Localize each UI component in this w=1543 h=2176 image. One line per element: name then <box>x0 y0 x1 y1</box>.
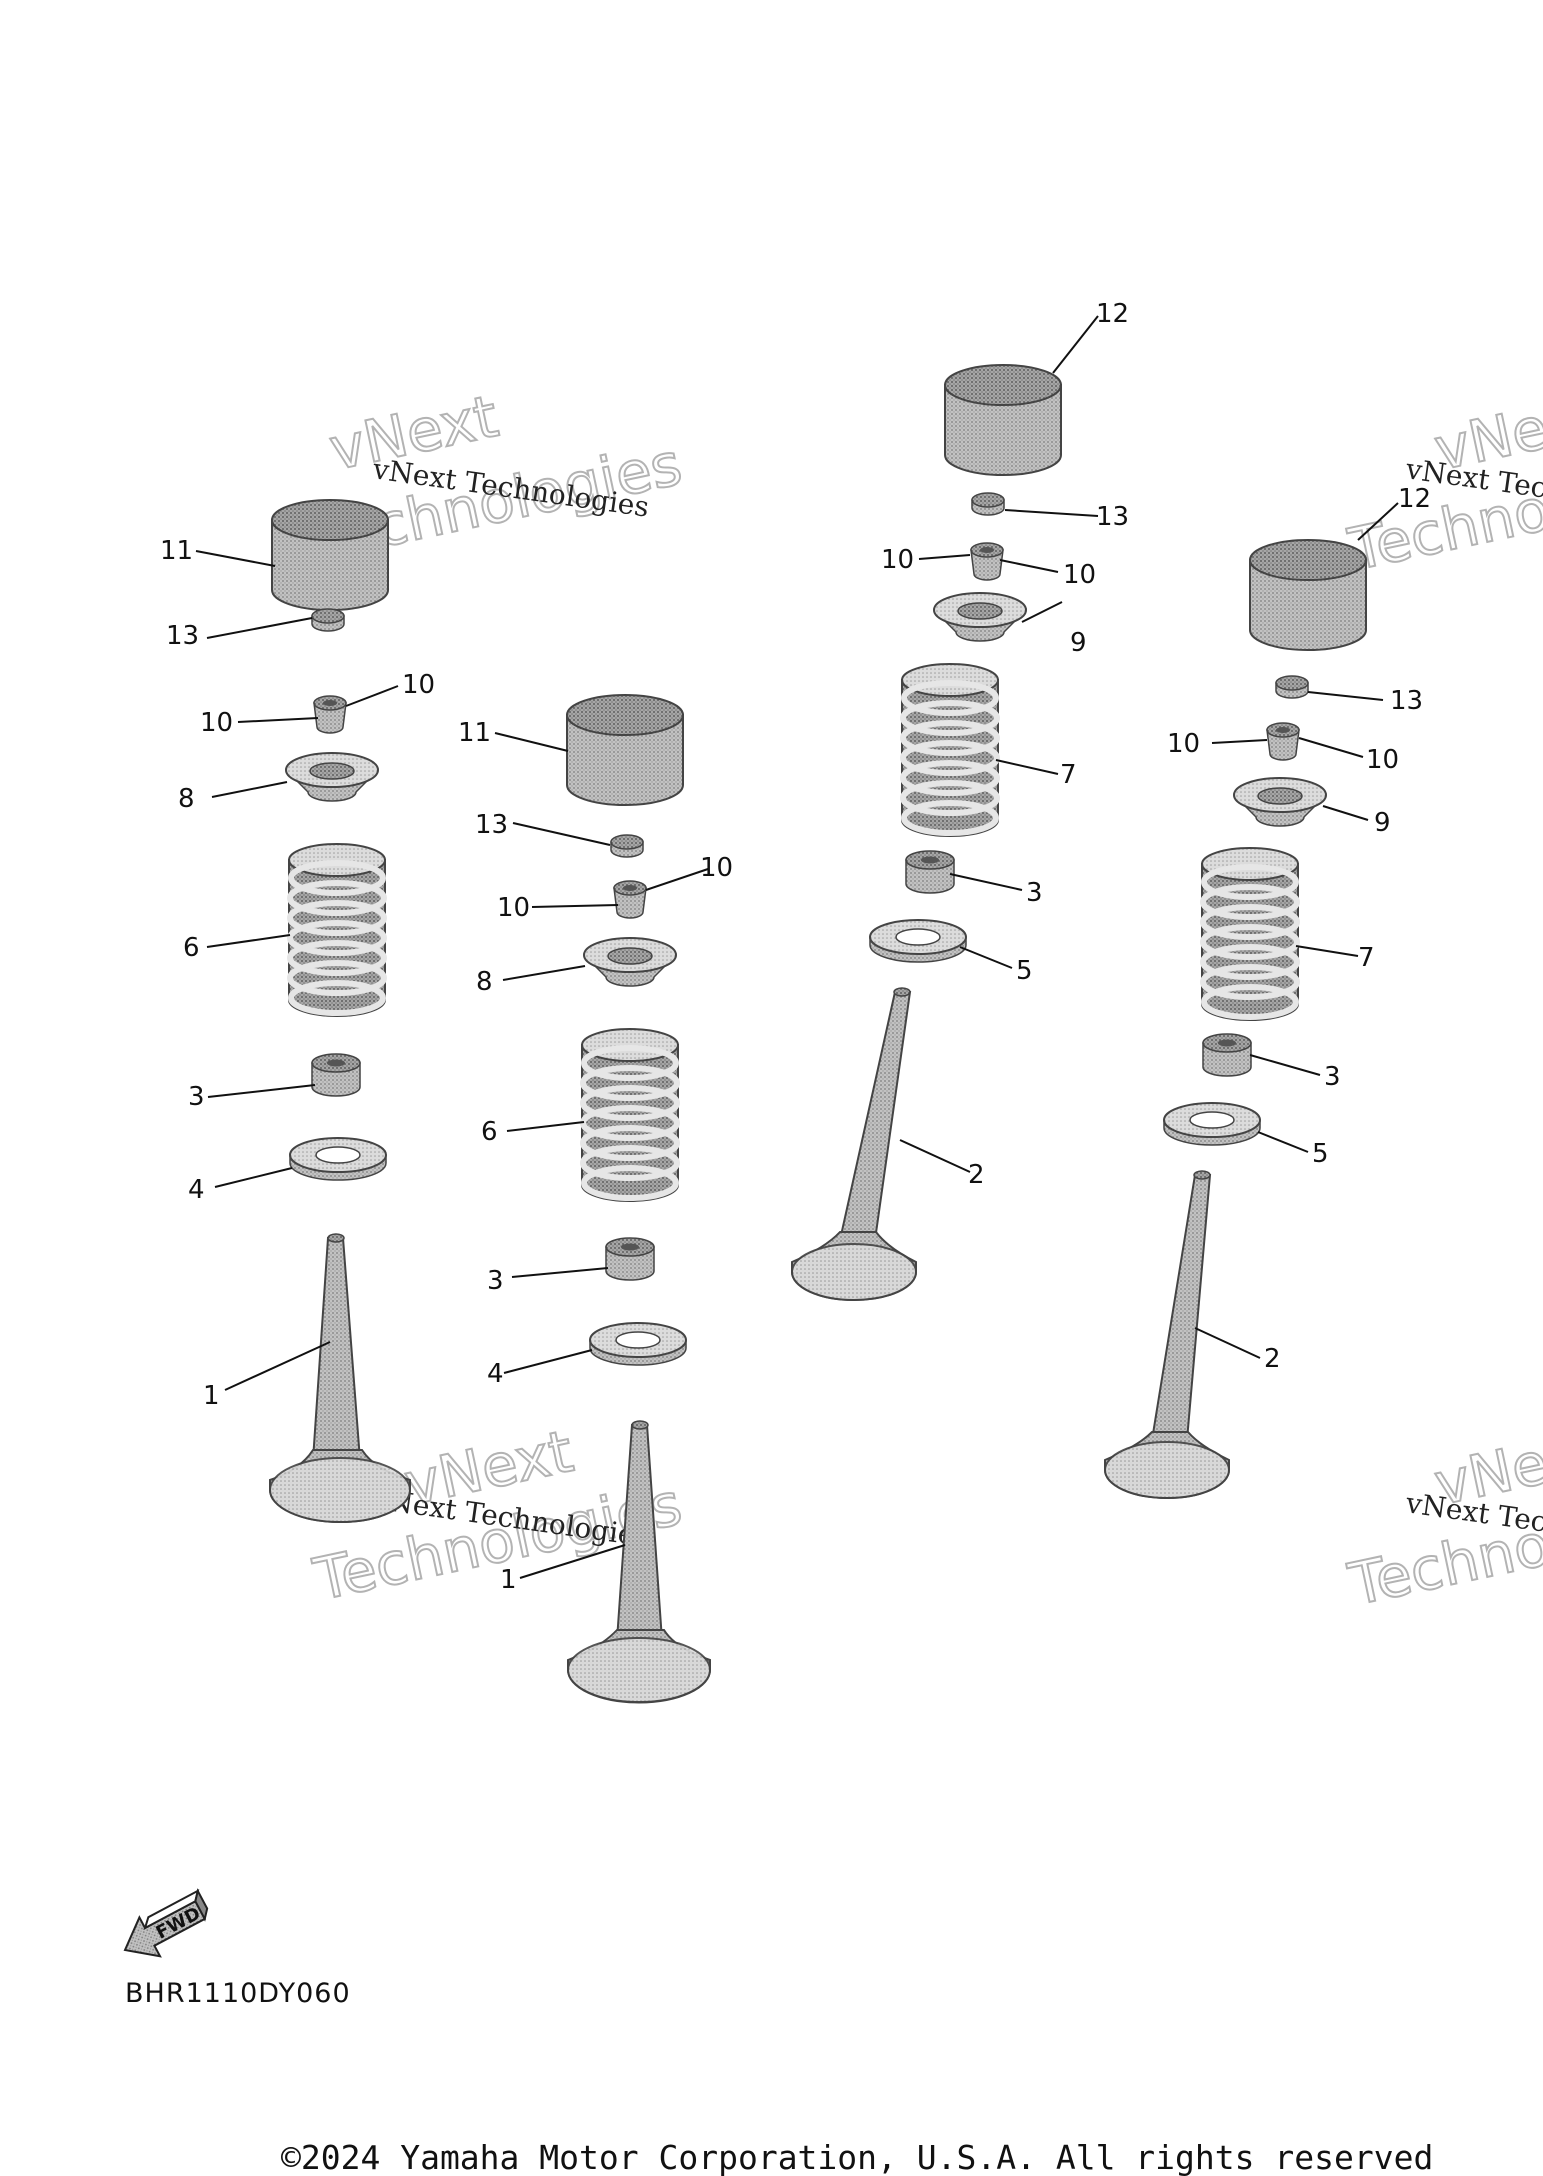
exhaust-valve-2 <box>1104 1170 1230 1499</box>
callout-label: 10 <box>881 545 914 575</box>
valve-lifter-12 <box>944 364 1062 476</box>
valve-stem-seal-3 <box>605 1237 655 1281</box>
leader-lines <box>195 315 1399 1579</box>
callout-label: 7 <box>1060 760 1077 790</box>
adjusting-pad-13 <box>311 608 345 632</box>
valve-assembly-a <box>269 499 411 1523</box>
valve-retainer-9 <box>1233 777 1327 827</box>
valve-spring-seat-5 <box>869 919 967 963</box>
adjusting-pad-13 <box>971 492 1005 516</box>
callout-label: 4 <box>188 1175 205 1205</box>
callout-label: 10 <box>1366 745 1399 775</box>
valve-spring-6 <box>289 844 385 1016</box>
valve-assembly-b <box>566 694 711 1704</box>
valve-lifter-11 <box>566 694 684 806</box>
valve-lifter-11 <box>271 499 389 611</box>
callout-label: 6 <box>183 933 200 963</box>
valve-spring-7 <box>1202 848 1298 1020</box>
valve-lifter-12 <box>1249 539 1367 651</box>
callout-label: 3 <box>1324 1062 1341 1092</box>
callout-label: 8 <box>178 784 195 814</box>
valve-stem-seal-3 <box>905 850 955 894</box>
callout-label: 10 <box>700 853 733 883</box>
callout-label: 10 <box>402 670 435 700</box>
valve-retainer-8 <box>583 937 677 987</box>
diagram-code: BHR1110DY060 <box>125 1978 351 2009</box>
callout-label: 10 <box>1167 729 1200 759</box>
callout-label: 8 <box>476 967 493 997</box>
callout-label: 6 <box>481 1117 498 1147</box>
copyright-notice: ©2024 Yamaha Motor Corporation, U.S.A. A… <box>281 2138 1433 2176</box>
valve-retainer-9 <box>933 592 1027 642</box>
valve-spring-seat-4 <box>289 1137 387 1181</box>
callout-label: 11 <box>160 536 193 566</box>
valve-retainer-8 <box>285 752 379 802</box>
valve-cotter-10 <box>613 880 647 919</box>
valve-cotter-10 <box>1266 722 1300 761</box>
valve-spring-seat-4 <box>589 1322 687 1366</box>
callout-label: 13 <box>166 621 199 651</box>
valve-stem-seal-3 <box>1202 1033 1252 1077</box>
callout-label: 10 <box>1063 560 1096 590</box>
callout-label: 1 <box>500 1565 517 1595</box>
callout-label: 2 <box>1264 1344 1281 1374</box>
valve-assembly-d <box>1104 539 1367 1499</box>
callout-label: 2 <box>968 1160 985 1190</box>
exhaust-valve-2 <box>791 987 917 1301</box>
callout-label: 13 <box>475 810 508 840</box>
callout-label: 13 <box>1390 686 1423 716</box>
callout-label: 5 <box>1312 1139 1329 1169</box>
valve-stem-seal-3 <box>311 1053 361 1097</box>
valve-spring-6 <box>582 1029 678 1201</box>
callout-label: 9 <box>1070 628 1087 658</box>
valve-cotter-10 <box>313 695 347 734</box>
watermark-top-right: vNext Technologies vNext Technologies <box>1342 381 1543 585</box>
callout-label: 10 <box>200 708 233 738</box>
watermark-bottom-right: vNext Technologies vNext Technologies <box>1342 1416 1543 1620</box>
fwd-arrow-icon: FWD <box>123 1888 209 1958</box>
valve-spring-seat-5 <box>1163 1102 1261 1146</box>
callout-label: 9 <box>1374 808 1391 838</box>
callout-label: 5 <box>1016 956 1033 986</box>
callout-label: 3 <box>188 1082 205 1112</box>
callout-label: 7 <box>1358 943 1375 973</box>
adjusting-pad-13 <box>1275 675 1309 699</box>
intake-valve-1 <box>567 1420 711 1704</box>
valve-spring-7 <box>902 664 998 836</box>
valve-assembly-c <box>791 364 1062 1301</box>
callout-label: 1 <box>203 1381 220 1411</box>
callout-label: 3 <box>487 1266 504 1296</box>
callout-label: 11 <box>458 718 491 748</box>
intake-valve-1 <box>269 1233 411 1523</box>
callout-label: 12 <box>1096 299 1129 329</box>
part-labels: 11 13 10 10 8 6 3 4 1 11 13 10 10 8 6 3 … <box>160 299 1431 1595</box>
adjusting-pad-13 <box>610 834 644 858</box>
valve-cotter-10 <box>970 542 1004 581</box>
callout-label: 13 <box>1096 502 1129 532</box>
callout-label: 12 <box>1398 484 1431 514</box>
callout-label: 3 <box>1026 878 1043 908</box>
callout-label: 4 <box>487 1359 504 1389</box>
callout-label: 10 <box>497 893 530 923</box>
